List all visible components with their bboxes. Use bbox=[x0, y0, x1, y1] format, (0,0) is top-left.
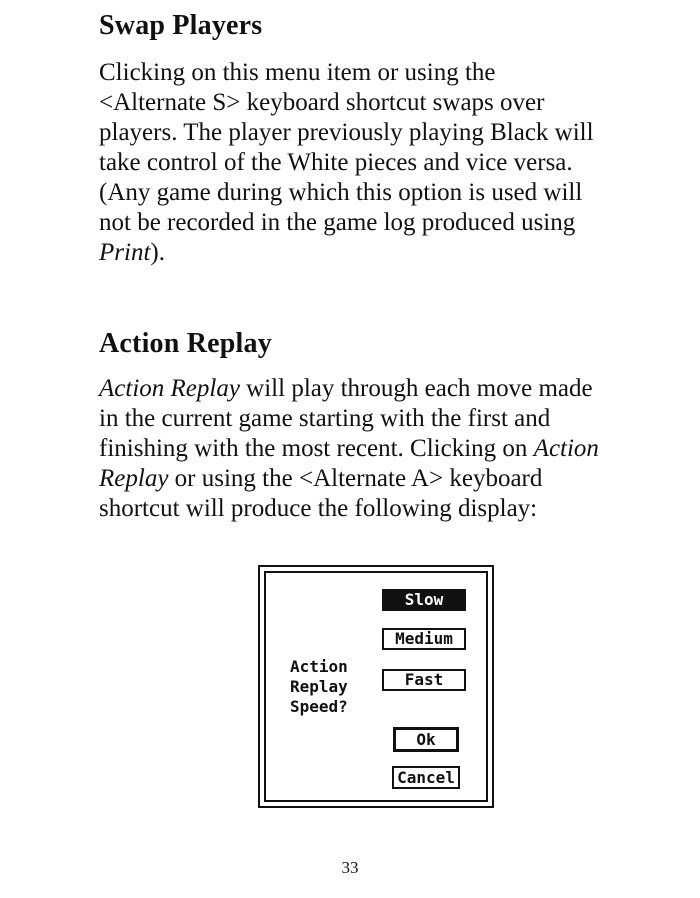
speed-prompt: Action Replay Speed? bbox=[290, 657, 348, 717]
action-replay-paragraph: Action Replay will play through each mov… bbox=[99, 374, 674, 524]
action-replay-dialog: Action Replay Speed? Slow Medium Fast Ok… bbox=[258, 565, 494, 808]
cancel-button[interactable]: Cancel bbox=[392, 766, 460, 789]
swap-line-5: (Any game during which this option is us… bbox=[99, 179, 583, 206]
replay-line-1-rest: will play through each move made bbox=[239, 375, 593, 402]
prompt-line-1: Action bbox=[290, 657, 348, 676]
replay-line-4-rest: or using the <Alternate A> keyboard bbox=[168, 465, 543, 492]
prompt-line-2: Replay bbox=[290, 677, 348, 696]
replay-line-5: shortcut will produce the following disp… bbox=[99, 495, 538, 522]
swap-line-2: <Alternate S> keyboard shortcut swaps ov… bbox=[99, 89, 545, 116]
action-replay-heading: Action Replay bbox=[99, 328, 272, 359]
swap-line-7-rest: ). bbox=[150, 239, 165, 266]
action-replay-ref-2a: Action bbox=[533, 435, 599, 462]
swap-players-heading: Swap Players bbox=[99, 10, 263, 41]
medium-speed-button[interactable]: Medium bbox=[382, 628, 466, 650]
slow-speed-button[interactable]: Slow bbox=[382, 589, 466, 611]
page-number: 33 bbox=[341, 858, 359, 877]
swap-line-3: players. The player previously playing B… bbox=[99, 119, 594, 146]
replay-line-2: in the current game starting with the fi… bbox=[99, 405, 551, 432]
action-replay-ref-2b: Replay bbox=[99, 465, 169, 492]
fast-speed-button[interactable]: Fast bbox=[382, 669, 466, 691]
prompt-line-3: Speed? bbox=[290, 697, 348, 716]
print-command-ref: Print bbox=[99, 239, 151, 266]
swap-line-6: not be recorded in the game log produced… bbox=[99, 209, 576, 236]
ok-button[interactable]: Ok bbox=[393, 727, 459, 752]
replay-line-3-start: finishing with the most recent. Clicking… bbox=[99, 435, 534, 462]
swap-players-paragraph: Clicking on this menu item or using the … bbox=[99, 58, 674, 268]
dialog-inner-frame: Action Replay Speed? Slow Medium Fast Ok… bbox=[264, 571, 488, 802]
action-replay-ref-1: Action Replay bbox=[99, 375, 240, 402]
swap-line-4: take control of the White pieces and vic… bbox=[99, 149, 573, 176]
swap-line-1: Clicking on this menu item or using the bbox=[99, 59, 496, 86]
